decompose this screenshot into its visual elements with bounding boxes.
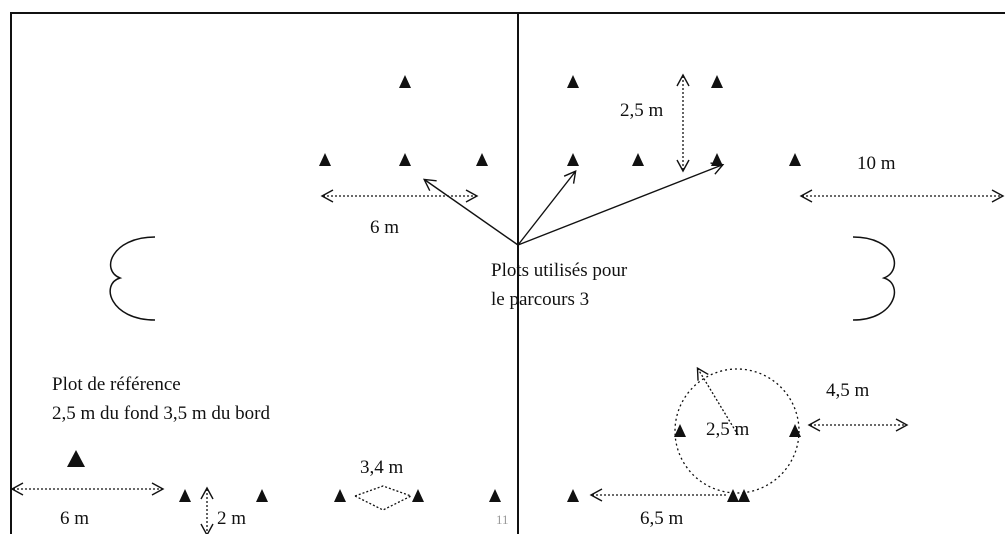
cone-icon bbox=[727, 489, 739, 502]
label-reference-line1: Plot de référence bbox=[52, 374, 181, 395]
cone-icon bbox=[179, 489, 191, 502]
label-2m: 2 m bbox=[217, 508, 247, 529]
radius-circle bbox=[674, 368, 800, 494]
cone-icon bbox=[334, 489, 346, 502]
cone-icon bbox=[412, 489, 424, 502]
cone-icon bbox=[711, 153, 723, 166]
cone-icon bbox=[476, 153, 488, 166]
court-border bbox=[10, 12, 1005, 534]
label-10m: 10 m bbox=[857, 153, 896, 174]
pointer-arrow bbox=[422, 178, 519, 246]
label-reference-line2: 2,5 m du fond 3,5 m du bord bbox=[52, 403, 270, 424]
cone-icon bbox=[319, 153, 331, 166]
label-6-5m: 6,5 m bbox=[640, 508, 684, 529]
cone-icon bbox=[489, 489, 501, 502]
pointer-arrow bbox=[517, 170, 577, 246]
label-plots-line2: le parcours 3 bbox=[491, 289, 590, 310]
cone-icon bbox=[399, 75, 411, 88]
label-6m-top: 6 m bbox=[370, 217, 400, 238]
cone-icon bbox=[738, 489, 750, 502]
cone-icon bbox=[567, 489, 579, 502]
label-6m-bottom: 6 m bbox=[60, 508, 90, 529]
label-2-5m-circle: 2,5 m bbox=[706, 419, 750, 440]
cone-icon bbox=[399, 153, 411, 166]
cone-icon bbox=[711, 75, 723, 88]
cone-icon bbox=[632, 153, 644, 166]
cone-icon bbox=[567, 153, 579, 166]
right-basket-hoop-icon bbox=[852, 236, 896, 321]
cone-icon bbox=[789, 153, 801, 166]
label-4-5m: 4,5 m bbox=[826, 380, 870, 401]
cone-icon bbox=[256, 489, 268, 502]
distance-diamond-3-4m bbox=[353, 485, 413, 511]
page-number: 11 bbox=[496, 512, 509, 527]
cone-icon bbox=[789, 424, 801, 437]
left-basket-hoop-icon bbox=[109, 236, 156, 321]
cone-icon bbox=[674, 424, 686, 437]
label-2-5m-top: 2,5 m bbox=[620, 100, 664, 121]
reference-cone-icon bbox=[67, 450, 85, 467]
radius-arrow-2-5m bbox=[696, 366, 739, 436]
pointer-arrow bbox=[517, 162, 725, 246]
label-plots-line1: Plots utilisés pour bbox=[491, 260, 628, 281]
label-3-4m: 3,4 m bbox=[360, 457, 404, 478]
cone-icon bbox=[567, 75, 579, 88]
